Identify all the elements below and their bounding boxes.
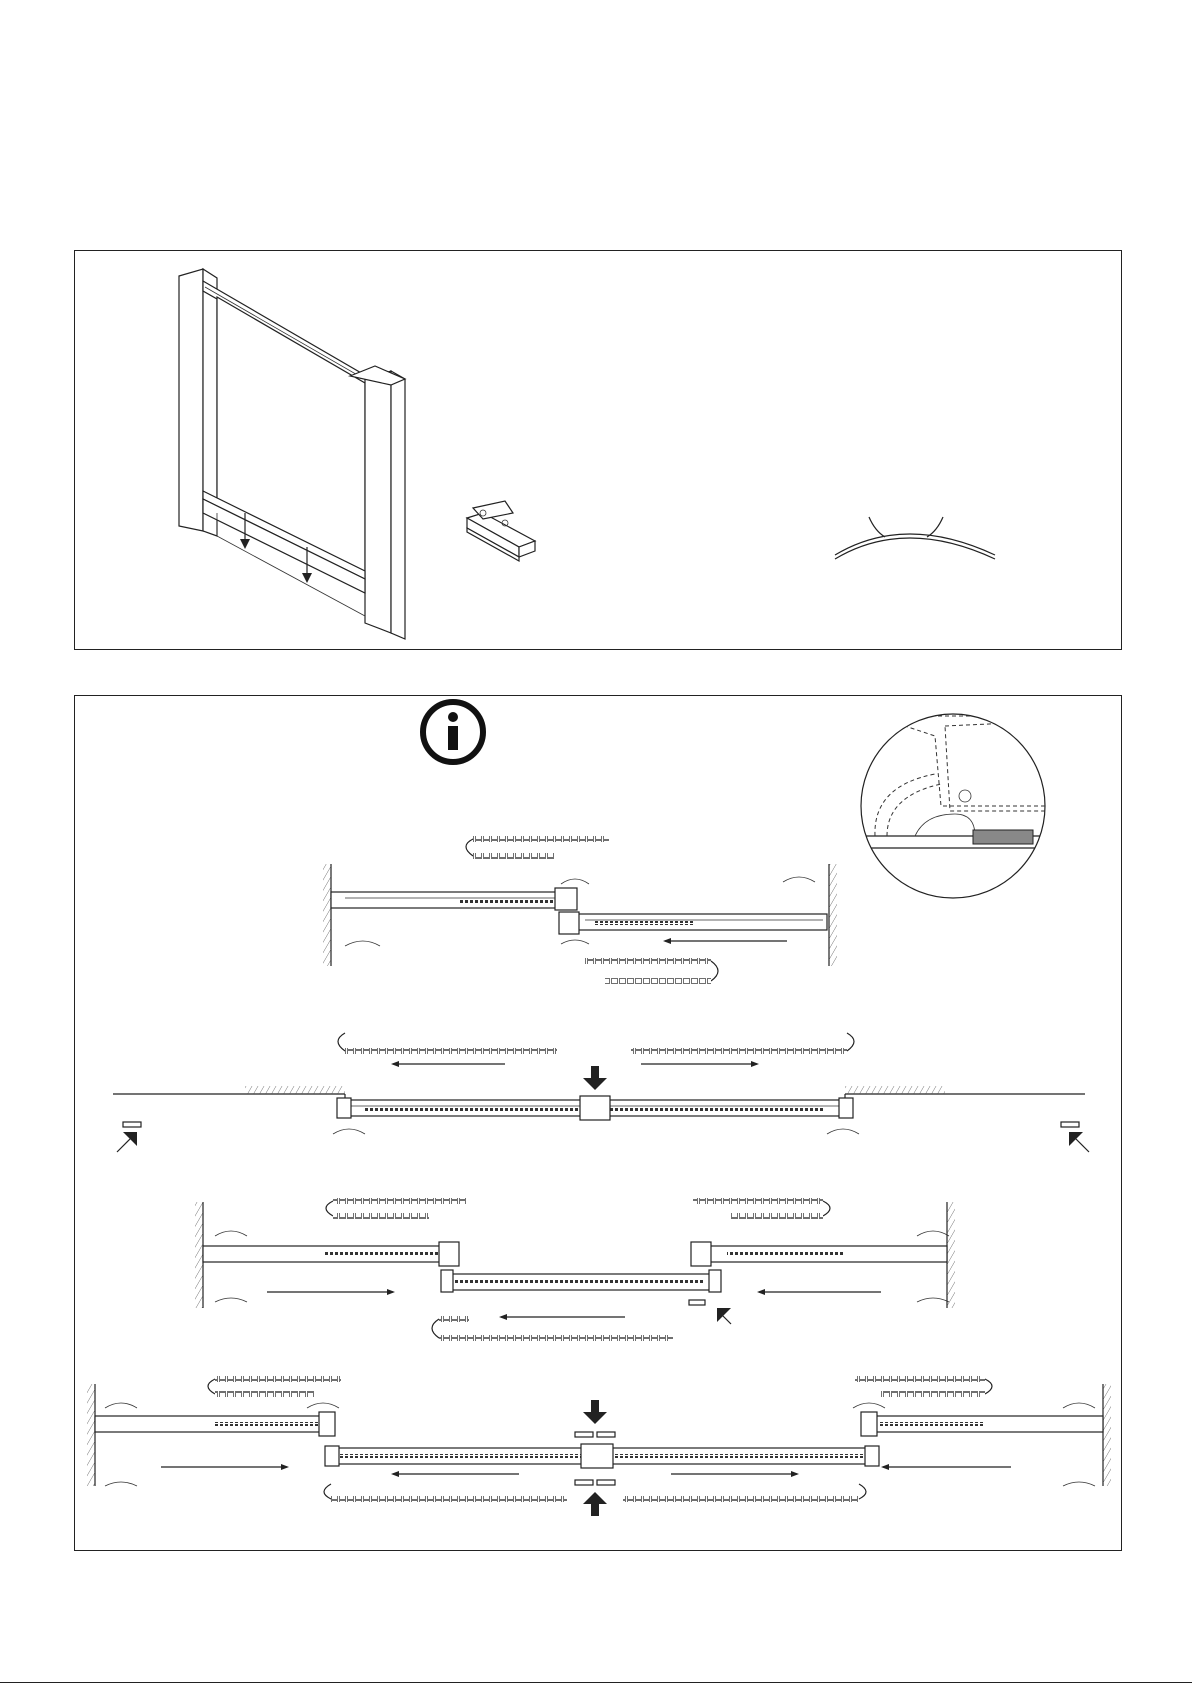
step-1-diagram [323,836,837,984]
step-4-diagram [87,1376,1111,1516]
step-3-diagram [195,1198,955,1341]
info-icon [423,702,483,762]
installation-drawing [75,696,1123,1552]
panel-installation-steps [74,695,1122,1551]
components-drawing [75,251,1123,651]
window-frame-illustration [179,269,405,639]
detail-magnifier-illustration [855,714,1055,898]
footer-rule [0,1682,1192,1683]
step-2-diagram [113,1033,1089,1152]
leaf-spring-illustration [835,517,995,559]
panel-components [74,250,1122,650]
mounting-clip-illustration [467,501,535,561]
